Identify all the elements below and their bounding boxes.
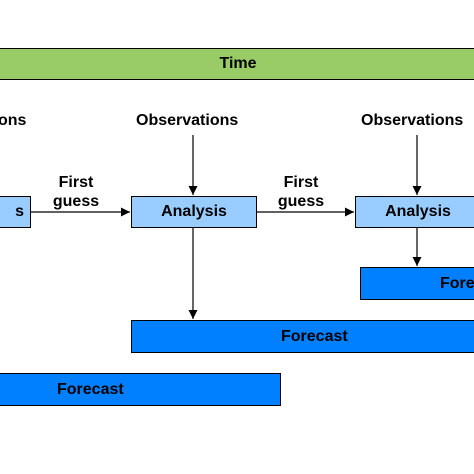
analysis-box-left: s (0, 196, 31, 228)
first-guess-label-2: First guess (265, 173, 337, 211)
analysis-box-middle: Analysis (131, 196, 257, 228)
observations-label-middle: Observations (136, 112, 239, 129)
time-label: Time (219, 55, 257, 72)
forecast-label: Forecast (281, 327, 348, 345)
first-guess-line2: guess (277, 193, 325, 210)
analysis-box-right: Analysis (355, 196, 474, 228)
forecast-box-right: Forecast (360, 267, 474, 300)
forecast-label: Forecast (440, 274, 474, 292)
analysis-label: Analysis (161, 203, 227, 220)
forecast-label: Forecast (57, 380, 124, 398)
first-guess-line1: First (283, 174, 319, 191)
observations-label-left: ons (0, 112, 27, 129)
first-guess-line2: guess (52, 193, 100, 210)
observations-label-right: Observations (361, 112, 464, 129)
analysis-label: s (15, 203, 24, 220)
first-guess-label-1: First guess (40, 173, 112, 211)
analysis-label: Analysis (385, 203, 451, 220)
forecast-box-left: Forecast (0, 373, 281, 406)
forecast-box-middle: Forecast (131, 320, 474, 353)
time-bar: Time (0, 48, 474, 80)
first-guess-line1: First (58, 174, 94, 191)
